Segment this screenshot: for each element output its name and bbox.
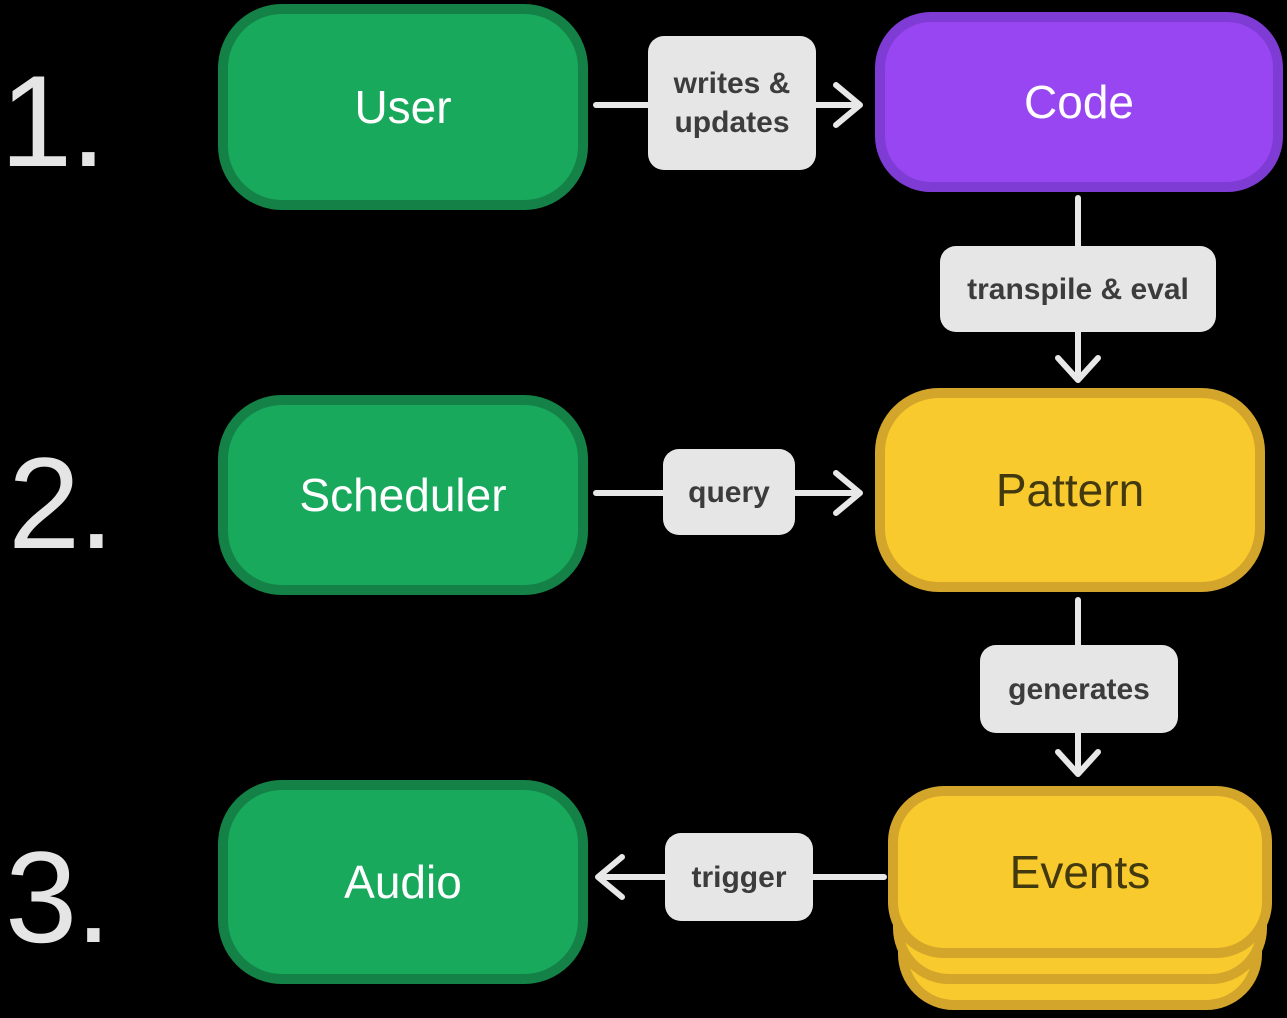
node-user: User bbox=[218, 4, 588, 210]
node-code: Code bbox=[875, 12, 1283, 192]
step-number-1: 1. bbox=[0, 48, 106, 194]
node-pattern: Pattern bbox=[875, 388, 1265, 592]
node-pattern-label: Pattern bbox=[995, 464, 1145, 516]
node-scheduler: Scheduler bbox=[218, 395, 588, 595]
node-events-label: Events bbox=[1009, 846, 1151, 898]
step-number-3: 3. bbox=[5, 824, 111, 970]
edge-label-transpile-eval: transpile & eval bbox=[940, 246, 1216, 332]
edge-label-writes-updates: writes & updates bbox=[648, 36, 816, 170]
node-audio: Audio bbox=[218, 780, 588, 984]
edge-label-trigger: trigger bbox=[665, 833, 813, 921]
edge-label-query: query bbox=[663, 449, 795, 535]
step-number-2: 2. bbox=[8, 430, 114, 576]
node-audio-label: Audio bbox=[344, 856, 462, 908]
node-code-label: Code bbox=[1024, 76, 1134, 128]
edge-label-generates: generates bbox=[980, 645, 1178, 733]
node-events: Events bbox=[888, 786, 1272, 958]
node-user-label: User bbox=[354, 81, 452, 133]
node-scheduler-label: Scheduler bbox=[299, 469, 507, 521]
